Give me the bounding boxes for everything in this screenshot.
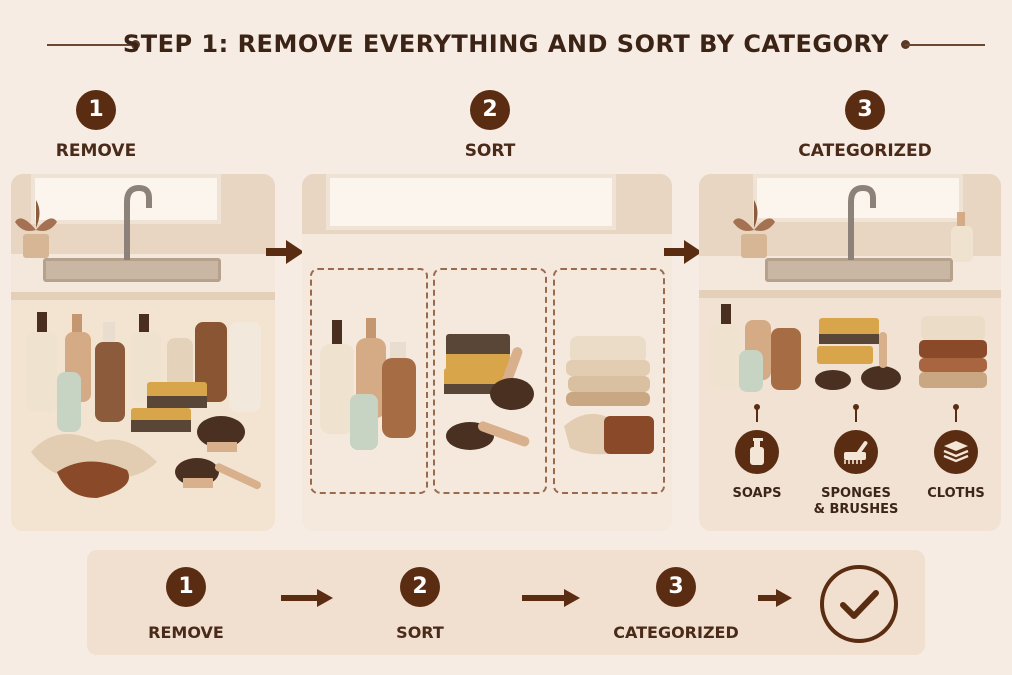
summary-step-2-label: SORT xyxy=(396,623,444,642)
sponges-brushes-category-badge xyxy=(834,430,878,474)
cloths-connector-dot xyxy=(953,404,959,410)
cloths-connector xyxy=(955,408,957,422)
summary-strip xyxy=(87,550,925,655)
potted-plant-icon xyxy=(15,200,57,258)
summary-step-1-label: REMOVE xyxy=(148,623,224,642)
sponges-connector-dot xyxy=(853,404,859,410)
categorized-scene-panel: SOAPS SPONGES & BRUSHES CLOTHS xyxy=(699,174,1001,531)
checkmark-icon xyxy=(820,565,898,643)
step-3-badge: 3 xyxy=(845,90,885,130)
sorted-cloths-icon xyxy=(919,316,987,388)
sponges-brushes-group-icon xyxy=(444,334,534,450)
summary-step-2-badge: 2 xyxy=(400,567,440,607)
soaps-connector-dot xyxy=(754,404,760,410)
counter-edge xyxy=(11,292,275,300)
potted-plant-icon xyxy=(733,200,775,258)
title-rule-left xyxy=(47,44,135,46)
soaps-connector xyxy=(756,408,758,422)
summary-step-3-badge: 3 xyxy=(656,567,696,607)
step-1-badge: 1 xyxy=(76,90,116,130)
cleaning-supplies-pile-icon xyxy=(27,312,261,498)
soaps-category-label: SOAPS xyxy=(732,486,782,501)
sorted-sponges-brushes-icon xyxy=(815,318,901,390)
summary-step-1-badge: 1 xyxy=(166,567,206,607)
summary-arrow-icon xyxy=(522,589,580,607)
step-arrow-icon xyxy=(266,240,304,264)
soap-bottle-icon xyxy=(750,438,764,465)
soaps-group-outline xyxy=(310,268,428,494)
summary-arrow-icon xyxy=(281,589,333,607)
cloths-group-outline xyxy=(553,268,665,494)
kitchen-window xyxy=(753,174,963,222)
kitchen-faucet-icon xyxy=(124,184,152,260)
title-rule-right xyxy=(905,44,985,46)
counter-edge xyxy=(699,290,1001,298)
step-3-label: CATEGORIZED xyxy=(798,141,932,161)
soap-bottles-group-icon xyxy=(320,318,416,450)
sorted-soaps-icon xyxy=(711,304,801,392)
step-1-label: REMOVE xyxy=(55,141,137,161)
stacked-cloths-icon xyxy=(943,441,969,463)
step-2-label: SORT xyxy=(464,141,516,161)
sponges-group-outline xyxy=(433,268,547,494)
sort-scene-panel xyxy=(302,174,672,531)
summary-step-3-label: CATEGORIZED xyxy=(613,623,739,642)
step-arrow-icon xyxy=(664,240,702,264)
soap-bottle-sprayer-icon xyxy=(951,212,973,262)
step-2-badge: 2 xyxy=(470,90,510,130)
title-rule-left-dot xyxy=(131,40,140,49)
brush-icon xyxy=(844,441,868,464)
summary-arrow-icon xyxy=(758,589,792,607)
sink xyxy=(43,258,221,282)
kitchen-faucet-icon xyxy=(848,184,876,260)
remove-scene-panel xyxy=(11,174,275,531)
soaps-category-badge xyxy=(735,430,779,474)
sink xyxy=(765,258,953,282)
cloths-group-icon xyxy=(564,336,654,455)
cloths-category-badge xyxy=(934,430,978,474)
cloths-category-label: CLOTHS xyxy=(927,486,985,501)
sponges-connector xyxy=(855,408,857,422)
kitchen-window xyxy=(326,174,616,230)
sponges-brushes-category-label: SPONGES & BRUSHES xyxy=(813,486,899,517)
page-title: STEP 1: REMOVE EVERYTHING AND SORT BY CA… xyxy=(122,30,890,58)
